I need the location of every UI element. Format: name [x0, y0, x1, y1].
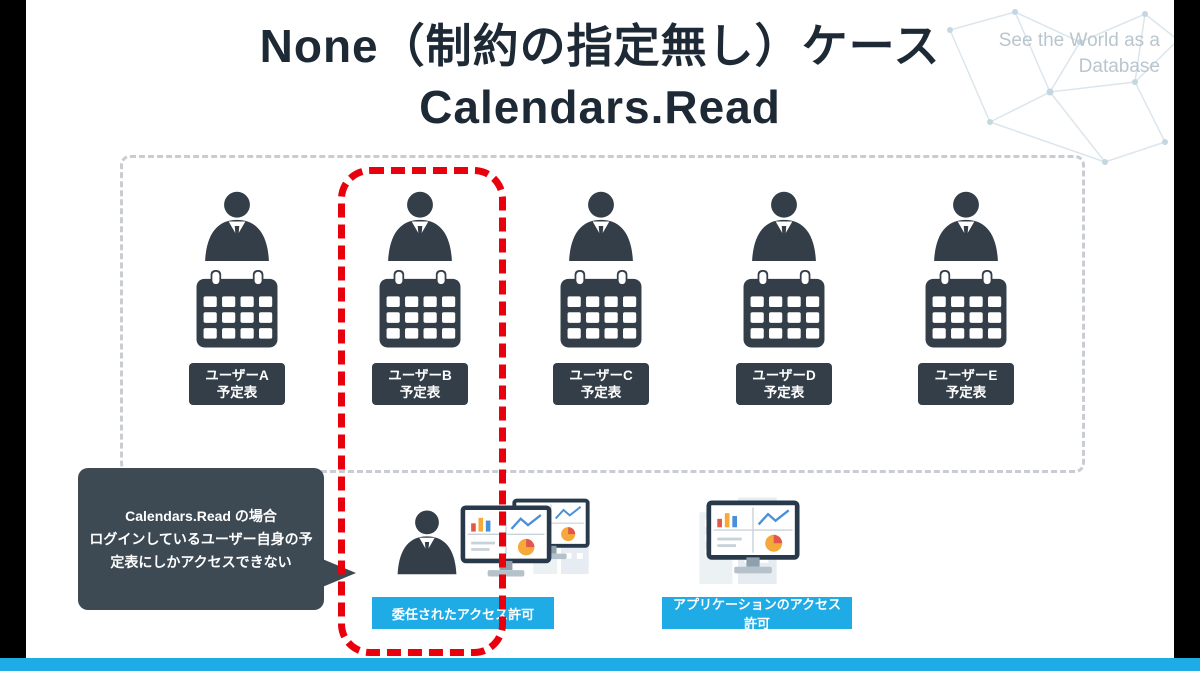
user-name: ユーザーB	[388, 368, 452, 383]
monitor-chart-icon	[706, 500, 800, 579]
callout-line-3: 定表にしかアクセスできない	[110, 553, 292, 570]
user-label: ユーザーB 予定表	[372, 363, 468, 405]
application-access-label: アプリケーションのアクセス許可	[662, 597, 852, 631]
user-name: ユーザーC	[569, 368, 633, 383]
user-calendar-label: 予定表	[580, 385, 622, 400]
callout-line-2: ログインしているユーザー自身の予	[89, 530, 313, 547]
calendar-icon	[740, 270, 828, 351]
watermark: See the World as a Database	[999, 28, 1160, 80]
user-calendar-label: 予定表	[216, 385, 258, 400]
person-icon	[928, 188, 1004, 264]
highlight-user-b-box	[338, 167, 506, 656]
calendar-icon	[557, 270, 645, 351]
user-label: ユーザーE 予定表	[918, 363, 1014, 405]
user-column-e: ユーザーE 予定表	[891, 188, 1041, 405]
person-icon	[199, 188, 275, 264]
user-name: ユーザーA	[205, 368, 269, 383]
title-line-2: Calendars.Read	[419, 81, 781, 133]
calendar-icon	[922, 270, 1010, 351]
callout-line-1: Calendars.Read の場合	[125, 507, 277, 524]
user-column-c: ユーザーC 予定表	[526, 188, 676, 405]
user-column-b: ユーザーB 予定表	[345, 188, 495, 405]
user-label: ユーザーD 予定表	[736, 363, 832, 405]
bottom-accent-bar	[0, 658, 1200, 671]
user-calendar-label: 予定表	[945, 385, 987, 400]
user-label: ユーザーC 予定表	[553, 363, 649, 405]
user-name: ユーザーE	[934, 368, 998, 383]
right-letterbox-bar	[1174, 0, 1200, 659]
user-column-d: ユーザーD 予定表	[709, 188, 859, 405]
user-column-a: ユーザーA 予定表	[162, 188, 312, 405]
user-name: ユーザーD	[752, 368, 816, 383]
callout-bubble: Calendars.Read の場合 ログインしているユーザー自身の予 定表にし…	[78, 468, 356, 610]
user-calendar-label: 予定表	[399, 385, 441, 400]
left-letterbox-bar	[0, 0, 26, 659]
user-label: ユーザーA 予定表	[189, 363, 285, 405]
title-line-1: None（制約の指定無し）ケース	[259, 20, 941, 72]
calendar-icon	[193, 270, 281, 351]
watermark-line-1: See the World as a	[998, 30, 1160, 51]
person-icon	[746, 188, 822, 264]
person-icon	[563, 188, 639, 264]
users-frame	[120, 155, 1085, 473]
network-decoration	[947, 9, 1180, 165]
delegated-access-label: 委任されたアクセス許可	[372, 597, 554, 629]
page-title: None（制約の指定無し）ケース Calendars.Read	[0, 16, 1200, 138]
user-calendar-label: 予定表	[763, 385, 805, 400]
watermark-line-2: Database	[1078, 56, 1160, 77]
